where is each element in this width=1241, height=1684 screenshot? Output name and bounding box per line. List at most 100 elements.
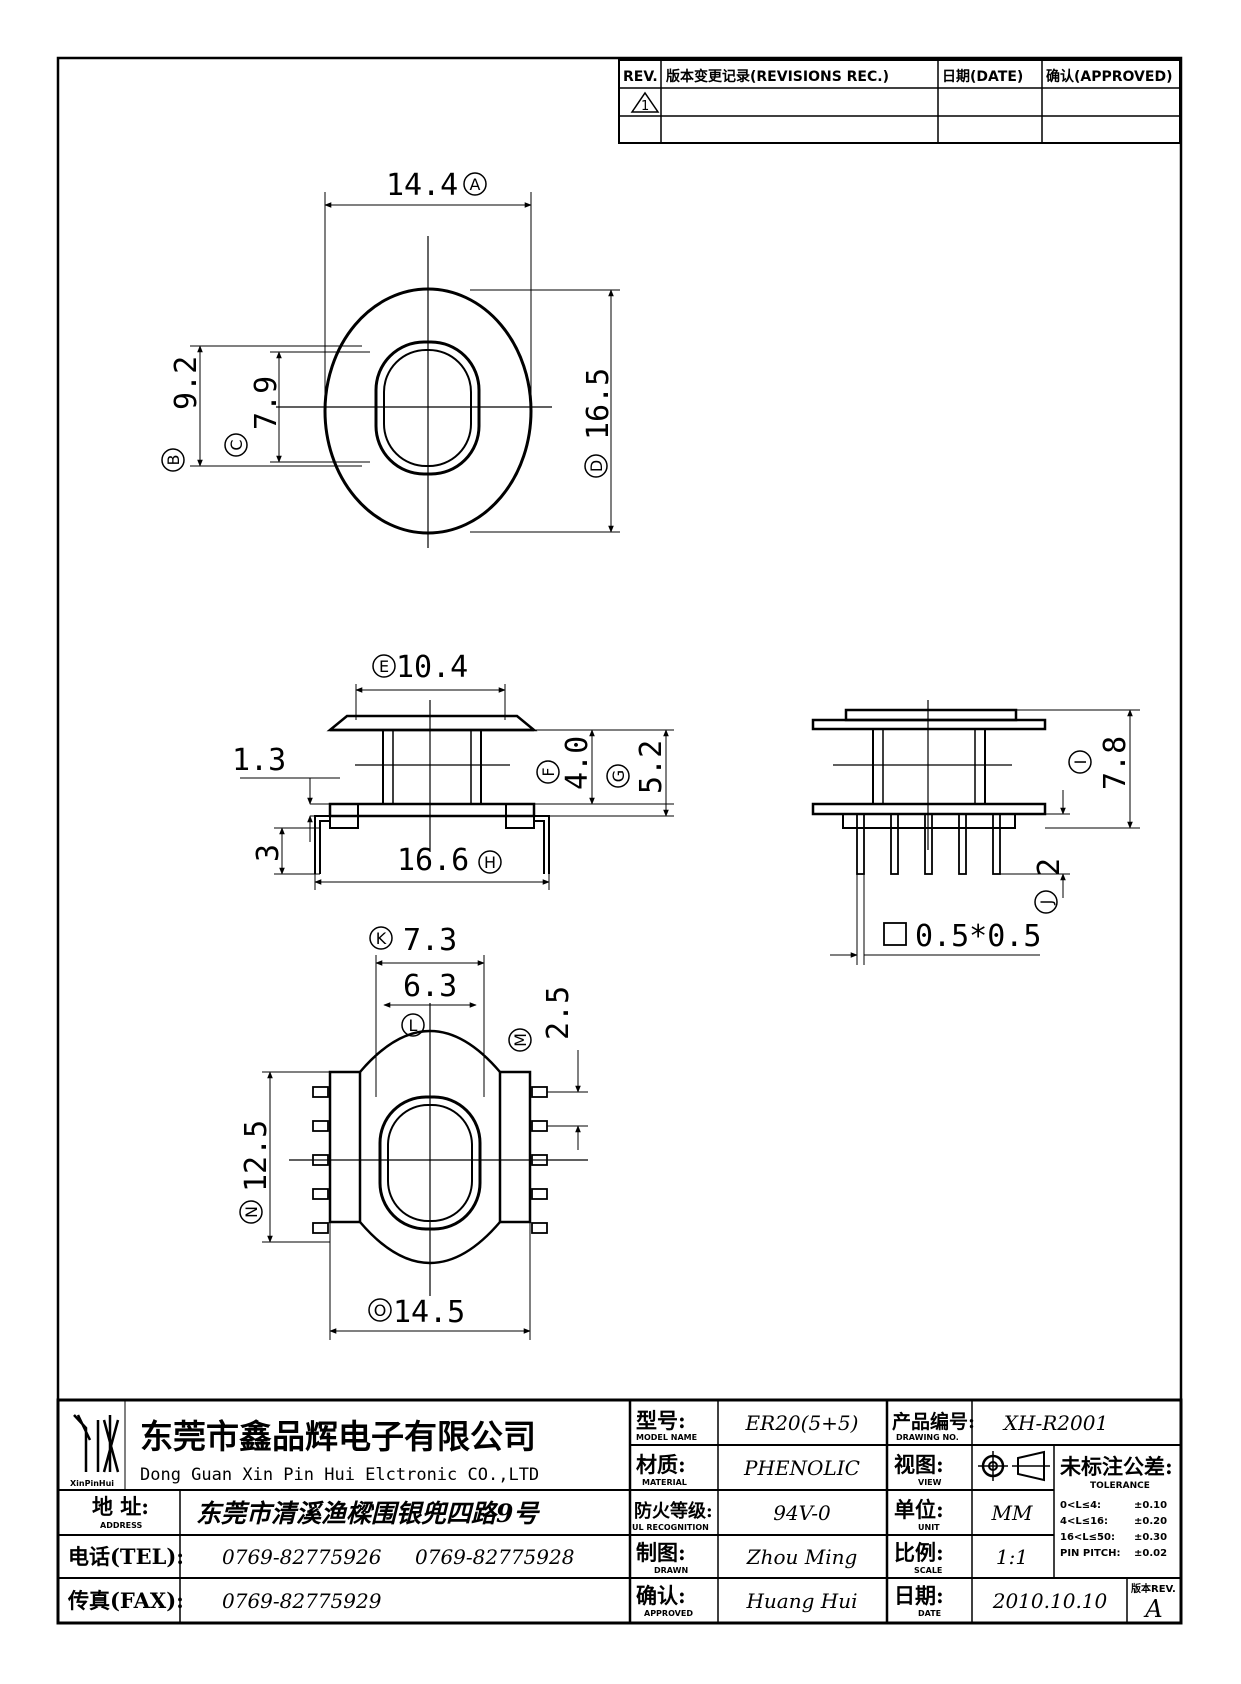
dim-k-value: 7.3 — [403, 923, 457, 958]
dim-h-value: 16.6 — [397, 843, 469, 878]
revision-record-header: 版本变更记录(REVISIONS REC.) — [666, 68, 889, 85]
revision-block: REV. 版本变更记录(REVISIONS REC.) 日期(DATE) 确认(… — [618, 59, 1181, 144]
dim-j-tag: J — [1037, 900, 1056, 906]
dim-j-value: 2 — [1032, 858, 1067, 876]
dim-g-value: 5.2 — [634, 740, 669, 794]
material-sub: MATERIAL — [642, 1478, 687, 1487]
approved-value: Huang Hui — [745, 1589, 857, 1613]
fax-value: 0769-82775929 — [222, 1589, 382, 1613]
dim-b-value: 9.2 — [169, 356, 204, 410]
drawing-no-sub: DRAWING NO. — [896, 1433, 959, 1442]
dim-o-value: 14.5 — [393, 1295, 465, 1330]
drawn-sub: DRAWN — [654, 1566, 688, 1575]
tolerance-range-4: PIN PITCH: — [1060, 1548, 1120, 1559]
address-label: 地 址: — [92, 1494, 149, 1519]
bottom-view: K 7.3 6.3 L M 2.5 12.5 N O 14.5 — [239, 923, 588, 1340]
tolerance-sub: TOLERANCE — [1090, 1481, 1150, 1491]
model-label: 型号: — [636, 1408, 686, 1433]
approved-label: 确认: — [636, 1583, 686, 1608]
tolerance-range-1: 0<L≤4: — [1060, 1500, 1101, 1511]
view-label: 视图: — [894, 1452, 944, 1477]
dim-n-tag: N — [242, 1206, 261, 1218]
dim-m-value: 2.5 — [541, 986, 576, 1040]
unit-sub: UNIT — [918, 1523, 940, 1532]
revision-date-header: 日期(DATE) — [942, 69, 1023, 85]
rev-col-header: REV. — [623, 69, 658, 85]
dim-flange-value: 1.3 — [232, 743, 286, 778]
tolerance-value-4: ±0.02 — [1134, 1548, 1167, 1559]
top-view: 14.4 A 9.2 B 7.9 C 16.5 D — [161, 168, 620, 548]
drawn-label: 制图: — [636, 1540, 686, 1565]
dim-g-tag: G — [609, 770, 628, 782]
dim-e-value: 10.4 — [396, 650, 468, 685]
tolerance-range-2: 4<L≤16: — [1060, 1516, 1108, 1527]
unit-label: 单位: — [894, 1497, 944, 1522]
dim-l-value: 6.3 — [403, 969, 457, 1004]
drawing-no-value: XH-R2001 — [1002, 1411, 1108, 1435]
ul-sub: UL RECOGNITION — [632, 1523, 709, 1532]
drawn-value: Zhou Ming — [746, 1545, 858, 1569]
dim-d-tag: D — [587, 460, 606, 472]
model-value: ER20(5+5) — [745, 1411, 859, 1435]
address-value: 东莞市清溪渔樑围银兜四路9号 — [196, 1499, 540, 1528]
view-sub: VIEW — [918, 1478, 942, 1487]
rev-value: A — [1143, 1595, 1162, 1623]
tel-value-1: 0769-82775926 — [222, 1545, 382, 1569]
dim-d-value: 16.5 — [581, 368, 616, 440]
dim-f-value: 4.0 — [560, 736, 595, 790]
scale-value: 1:1 — [996, 1545, 1028, 1569]
drawing-no-label: 产品编号: — [892, 1410, 975, 1433]
title-block: XinPinHui 东莞市鑫品辉电子有限公司 Dong Guan Xin Pin… — [56, 1398, 1183, 1625]
dim-h-tag: H — [484, 853, 496, 872]
dim-f-tag: F — [539, 767, 558, 776]
tolerance-value-2: ±0.20 — [1134, 1516, 1167, 1527]
company-name-en: Dong Guan Xin Pin Hui Elctronic CO.,LTD — [140, 1465, 539, 1485]
unit-value: MM — [991, 1501, 1033, 1525]
svg-text:1: 1 — [641, 99, 649, 114]
dim-a-value: 14.4 — [386, 168, 458, 203]
scale-sub: SCALE — [914, 1566, 942, 1575]
ul-label: 防火等级: — [634, 1500, 713, 1522]
square-pin-icon — [883, 922, 907, 946]
side-view: I 7.8 2 J 0.5*0.5 — [811, 700, 1140, 965]
revision-approved-header: 确认(APPROVED) — [1046, 68, 1172, 85]
date-value: 2010.10.10 — [992, 1589, 1108, 1613]
first-angle-projection-icon — [978, 1450, 1050, 1482]
dim-a-tag: A — [470, 175, 481, 194]
material-label: 材质: — [636, 1452, 686, 1477]
logo-text: XinPinHui — [70, 1479, 114, 1488]
tel-label: 电话(TEL): — [68, 1544, 184, 1569]
fax-label: 传真(FAX): — [67, 1588, 184, 1613]
date-label: 日期: — [894, 1583, 944, 1608]
revision-triangle-icon: 1 — [630, 91, 660, 114]
rev-label: 版本REV. — [1131, 1582, 1176, 1595]
date-sub: DATE — [918, 1609, 941, 1618]
dim-o-tag: O — [374, 1301, 387, 1320]
dim-i-value: 7.8 — [1098, 736, 1133, 790]
dim-m-tag: M — [511, 1033, 530, 1047]
approved-sub: APPROVED — [644, 1609, 693, 1618]
dim-c-value: 7.9 — [249, 376, 284, 430]
pin-size-value: 0.5*0.5 — [915, 919, 1041, 954]
company-logo: XinPinHui — [70, 1414, 120, 1488]
ul-value: 94V-0 — [773, 1501, 831, 1525]
dim-i-tag: I — [1071, 760, 1090, 765]
dim-c-tag: C — [227, 439, 246, 450]
address-sub: ADDRESS — [100, 1521, 143, 1530]
dim-n-value: 12.5 — [239, 1120, 274, 1192]
dim-l-tag: L — [409, 1016, 418, 1035]
tolerance-range-3: 16<L≤50: — [1060, 1532, 1115, 1543]
sheet-border — [56, 56, 1183, 1625]
tolerance-title: 未标注公差: — [1060, 1454, 1173, 1479]
tolerance-value-1: ±0.10 — [1134, 1500, 1167, 1511]
tolerance-value-3: ±0.30 — [1134, 1532, 1167, 1543]
dim-e-tag: E — [379, 657, 389, 676]
front-view: E 10.4 F 4.0 G 5.2 1.3 3 16.6 H — [232, 650, 674, 890]
material-value: PHENOLIC — [743, 1456, 860, 1480]
dim-b-tag: B — [164, 455, 183, 466]
dim-pin-value: 3 — [251, 844, 286, 862]
model-sub: MODEL NAME — [636, 1433, 697, 1442]
company-name-cn: 东莞市鑫品辉电子有限公司 — [140, 1417, 536, 1456]
tel-value-2: 0769-82775928 — [415, 1545, 574, 1569]
